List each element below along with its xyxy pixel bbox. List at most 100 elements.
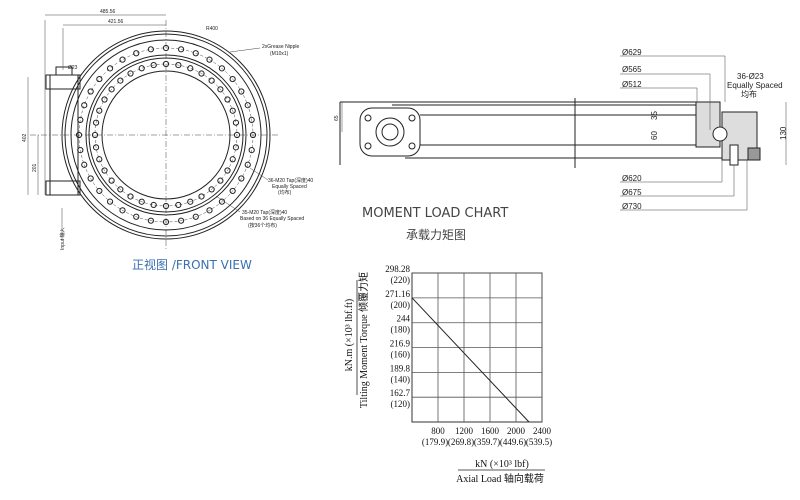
dim-d675: Ø675 [622, 188, 642, 197]
dim-hole: Ø23 [68, 65, 78, 71]
tap2-note: 35-M20 Tap(深度)40 [242, 209, 287, 216]
chart-title-zh: 承载力矩图 [406, 228, 467, 242]
bolt-hole [108, 86, 115, 93]
bolt-hole [162, 218, 170, 226]
y-tick-sub: (200) [391, 300, 411, 310]
bolt-hole [81, 161, 88, 168]
tap1-note: 36-M20 Tap(深度)40 [268, 177, 313, 184]
x-tick-sub: (179.9) [422, 437, 448, 447]
bolt-hole [119, 56, 126, 63]
bolt-hole [198, 193, 205, 200]
bolt-hole [206, 56, 213, 63]
x-tick-label: 800 [431, 426, 445, 436]
bolt-hole [75, 131, 83, 139]
bolt-hole [198, 70, 205, 77]
bolt-hole [87, 175, 94, 182]
bolt-hole [238, 175, 245, 182]
bolt-hole [101, 96, 108, 103]
bolt-hole [218, 65, 226, 72]
x-tick-sub: (449.6) [500, 437, 526, 447]
bolt-hole [92, 144, 100, 151]
bolt-hole [87, 88, 94, 95]
bolt-hole [96, 187, 103, 195]
dim-holes-b: Equally Spaced [727, 81, 783, 90]
bolt-hole [117, 77, 124, 84]
bolt-hole [248, 116, 255, 123]
y-axis-label-2: Tilting Moment Torque 倾覆力矩 [357, 272, 370, 408]
tap1-note-b: Equally Spaced [272, 184, 307, 190]
bolt-hole [101, 167, 108, 174]
input-label: Input 输入 [59, 227, 66, 250]
y-tick-label: 271.16 [385, 289, 410, 299]
bolt-hole [217, 177, 224, 184]
tap2-note-c: (按36个均布) [248, 222, 277, 229]
dim-d565: Ø565 [622, 65, 642, 74]
bolt-hole [92, 119, 100, 126]
y-tick-label: 244 [397, 314, 411, 324]
dim-d730: Ø730 [622, 202, 642, 211]
bolt-hole [192, 213, 199, 220]
x-tick-label: 2000 [507, 426, 526, 436]
dim-485: 485.56 [100, 9, 116, 15]
bolt-hole [147, 46, 154, 53]
bolt-hole [147, 217, 154, 224]
bolt-hole [229, 156, 236, 163]
bolt-hole [77, 116, 84, 123]
bolt-hole [229, 187, 236, 195]
dim-radius: R400 [206, 26, 218, 32]
x-tick-label: 2400 [533, 426, 552, 436]
dim-d620: Ø620 [622, 174, 642, 183]
y-tick-label: 162.7 [390, 388, 411, 398]
x-tick-sub: (359.7) [474, 437, 500, 447]
dim-35: 35 [650, 111, 659, 120]
bolt-hole [244, 102, 251, 109]
tap2-note-b: Based on 36 Equally Spaced [240, 216, 304, 222]
moment-load-chart: 800(179.9)1200(269.8)1600(359.7)2000(449… [344, 264, 552, 485]
worm-end [359, 107, 421, 157]
bolt-hole [162, 60, 170, 68]
bolt-hole [133, 213, 140, 220]
y-tick-sub: (180) [391, 325, 411, 335]
y-tick-sub: (220) [391, 275, 411, 285]
y-tick-label: 189.8 [390, 363, 411, 373]
dim-130: 130 [779, 126, 788, 140]
bolt-hole [106, 65, 114, 72]
bolt-hole [224, 96, 231, 103]
bolt-hole [119, 207, 126, 214]
dim-421: 421.56 [108, 19, 124, 25]
x-tick-label: 1200 [455, 426, 474, 436]
y-tick-label: 216.9 [390, 339, 411, 349]
bolt-hole [192, 50, 199, 57]
bolt-hole [233, 131, 241, 139]
y-tick-sub: (140) [391, 374, 411, 384]
bolt-hole [217, 86, 224, 93]
bolt-holes [75, 44, 257, 226]
dim-half-height: 201 [32, 163, 38, 172]
bolt-hole [206, 207, 213, 214]
bolt-hole [238, 88, 245, 95]
dim-holes: 36-Ø23 [737, 72, 764, 81]
bolt-hole [127, 193, 134, 200]
bolt-hole [232, 144, 240, 151]
bolt-hole [175, 201, 182, 209]
bolt-hole [138, 65, 145, 72]
bolt-hole [187, 198, 194, 205]
front-view: 485.56 421.56 R400 Ø23 402 201 2xGrease … [22, 9, 313, 250]
grease-spec: (M10x1) [270, 51, 289, 57]
bolt-hole [127, 70, 134, 77]
tap1-note-c: (均布) [278, 189, 292, 196]
x-tick-sub: (539.5) [526, 437, 552, 447]
x-tick-sub: (269.8) [448, 437, 474, 447]
bolt-hole [117, 186, 124, 193]
grease-note: 2xGrease Nipple [262, 44, 299, 50]
bolt-hole [96, 156, 103, 163]
bolt-hole [208, 186, 215, 193]
bolt-hole [96, 75, 103, 83]
bolt-hole [178, 217, 185, 224]
dim-d629: Ø629 [622, 48, 642, 57]
series-line [411, 297, 530, 423]
bolt-hole [187, 65, 194, 72]
bolt-hole [248, 147, 255, 154]
bolt-hole [229, 107, 236, 114]
